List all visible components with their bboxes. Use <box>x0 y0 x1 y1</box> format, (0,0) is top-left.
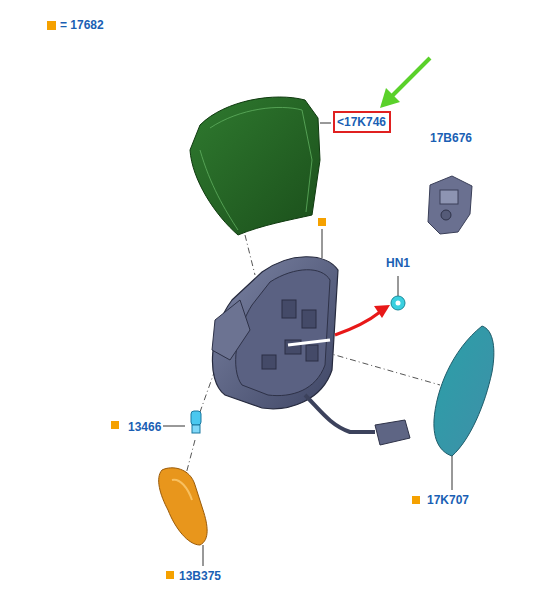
pointer-arrow <box>335 305 390 335</box>
highlight-box: <17K746 <box>333 111 391 133</box>
mirror-body <box>212 257 410 445</box>
callout-number: 13B375 <box>179 569 221 583</box>
legend-swatch <box>47 21 56 30</box>
callout-number: 17K707 <box>427 493 469 507</box>
bulb <box>191 411 201 433</box>
callout-number: HN1 <box>386 256 410 270</box>
callout-number: 13466 <box>128 420 161 434</box>
callout-number: 17B676 <box>430 131 472 145</box>
side-lamp <box>159 468 207 545</box>
motor-part <box>428 176 472 234</box>
mirror-cap <box>190 97 320 235</box>
part-number: <17K746 <box>337 115 387 129</box>
pointer-arrow <box>380 58 430 108</box>
mirror-glass <box>434 326 494 456</box>
nut <box>391 296 405 310</box>
legend-text: = 17682 <box>60 18 104 32</box>
